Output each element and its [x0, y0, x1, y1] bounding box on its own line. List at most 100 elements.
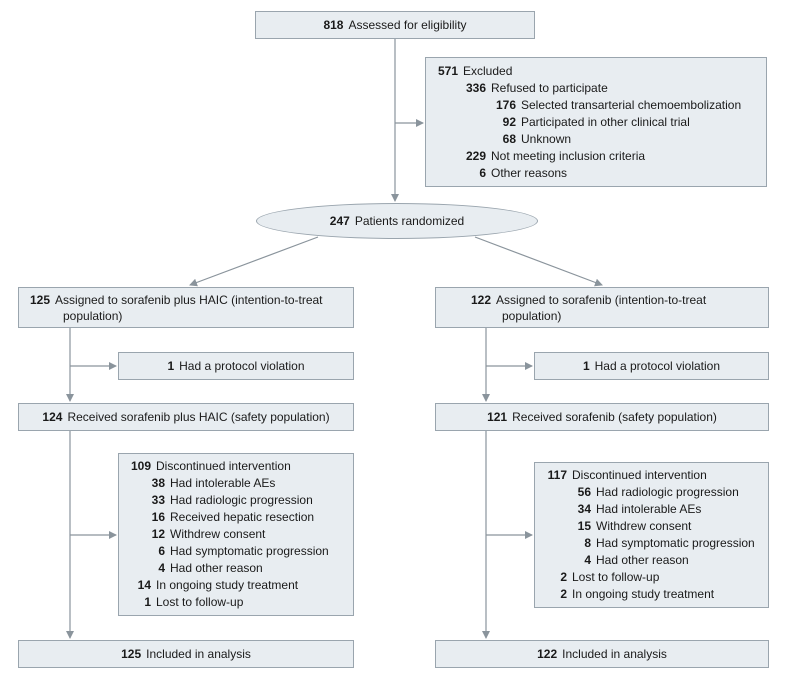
excluded-item-label: Other reasons	[491, 166, 568, 180]
excluded-item-count: 229	[465, 149, 486, 163]
right-discontinued-item-count: 8	[584, 536, 591, 550]
right-violation-box: 1 Had a protocol violation	[534, 352, 769, 380]
excluded-item-line: 92 Participated in other clinical trial	[484, 114, 690, 131]
randomized-ellipse: 247 Patients randomized	[256, 203, 538, 239]
right-discontinued-item-count: 2	[560, 587, 567, 601]
left-discontinued-item-count: 12	[151, 527, 165, 541]
right-discontinued-item-count: 15	[577, 519, 591, 533]
left-discontinued-item-label: Had other reason	[170, 561, 263, 575]
left-received-label: Received sorafenib plus HAIC (safety pop…	[67, 410, 330, 424]
left-discontinued-item-line: 38 Had intolerable AEs	[133, 475, 276, 492]
randomized-label: Patients randomized	[354, 214, 465, 228]
left-assigned-box: 125 Assigned to sorafenib plus HAIC (inte…	[18, 287, 354, 328]
assessed-count: 818	[323, 18, 344, 32]
left-received-count: 124	[42, 410, 63, 424]
right-discontinued-item-label: Withdrew consent	[596, 519, 692, 533]
left-discontinued-item-label: Discontinued intervention	[156, 459, 291, 473]
left-discontinued-item-count: 1	[144, 595, 151, 609]
left-discontinued-item-label: Lost to follow-up	[156, 595, 244, 609]
left-discontinued-item-label: Had symptomatic progression	[170, 544, 329, 558]
right-discontinued-item-label: In ongoing study treatment	[572, 587, 715, 601]
excluded-item-label: Not meeting inclusion criteria	[491, 149, 646, 163]
left-assigned-label-1: Assigned to sorafenib plus HAIC (intenti…	[55, 293, 323, 307]
right-discontinued-item-label: Had radiologic progression	[596, 485, 739, 499]
left-discontinued-item-count: 16	[151, 510, 165, 524]
excluded-item-label: Excluded	[463, 64, 513, 78]
excluded-item-line: 229 Not meeting inclusion criteria	[454, 148, 645, 165]
left-discontinued-item-label: Received hepatic resection	[170, 510, 315, 524]
left-analysis-count: 125	[121, 647, 142, 661]
right-violation-label: Had a protocol violation	[594, 359, 721, 373]
right-assigned-label-1: Assigned to sorafenib (intention-to-trea…	[496, 293, 707, 307]
right-discontinued-item-label: Had intolerable AEs	[596, 502, 702, 516]
left-discontinued-item-line: 14 In ongoing study treatment	[119, 577, 298, 594]
right-received-box: 121 Received sorafenib (safety population…	[435, 403, 769, 431]
right-discontinued-item-count: 117	[547, 468, 567, 482]
excluded-item-count: 176	[495, 98, 516, 112]
right-discontinued-item-label: Had symptomatic progression	[596, 536, 755, 550]
excluded-item-label: Participated in other clinical trial	[521, 115, 690, 129]
excluded-item-line: 176 Selected transarterial chemoembolizat…	[484, 97, 741, 114]
right-received-label: Received sorafenib (safety population)	[512, 410, 717, 424]
excluded-item-count: 571	[437, 64, 458, 78]
excluded-box: 571 Excluded 336 Refused to participate 176 S…	[425, 57, 767, 187]
right-discontinued-item-label: Discontinued intervention	[572, 468, 707, 482]
right-discontinued-item-line: 15 Withdrew consent	[559, 518, 692, 535]
left-discontinued-item-label: Had intolerable AEs	[170, 476, 276, 490]
right-assigned-label-2: population)	[502, 309, 562, 323]
left-discontinued-item-line: 16 Received hepatic resection	[133, 509, 314, 526]
left-violation-count: 1	[167, 359, 175, 373]
right-discontinued-item-count: 2	[560, 570, 567, 584]
left-assigned-count: 125	[30, 293, 51, 307]
right-discontinued-item-line: 34 Had intolerable AEs	[559, 501, 702, 518]
left-discontinued-item-label: Withdrew consent	[170, 527, 266, 541]
excluded-item-label: Refused to participate	[491, 81, 608, 95]
right-assigned-count: 122	[471, 293, 492, 307]
left-discontinued-item-label: In ongoing study treatment	[156, 578, 299, 592]
assessed-label: Assessed for eligibility	[348, 18, 467, 32]
left-discontinued-item-line: 4 Had other reason	[133, 560, 263, 577]
right-received-count: 121	[487, 410, 508, 424]
left-discontinued-box: 109 Discontinued intervention 38 Had intole…	[118, 453, 354, 616]
right-discontinued-item-line: 117 Discontinued intervention	[535, 467, 707, 484]
right-violation-count: 1	[582, 359, 590, 373]
excluded-item-count: 68	[502, 132, 516, 146]
assessed-box: 818 Assessed for eligibility	[255, 11, 535, 39]
excluded-item-line: 68 Unknown	[484, 131, 571, 148]
left-discontinued-item-line: 6 Had symptomatic progression	[133, 543, 329, 560]
excluded-item-label: Selected transarterial chemoembolization	[521, 98, 742, 112]
excluded-item-label: Unknown	[521, 132, 572, 146]
excluded-item-count: 92	[502, 115, 516, 129]
left-discontinued-item-line: 109 Discontinued intervention	[119, 458, 291, 475]
excluded-item-line: 6 Other reasons	[454, 165, 567, 182]
right-discontinued-item-line: 8 Had symptomatic progression	[559, 535, 755, 552]
left-discontinued-item-line: 12 Withdrew consent	[133, 526, 266, 543]
right-discontinued-item-count: 34	[577, 502, 591, 516]
left-discontinued-item-count: 38	[151, 476, 165, 490]
right-discontinued-item-label: Had other reason	[596, 553, 689, 567]
excluded-item-count: 6	[479, 166, 486, 180]
right-discontinued-item-label: Lost to follow-up	[572, 570, 660, 584]
left-analysis-label: Included in analysis	[146, 647, 251, 661]
excluded-item-line: 336 Refused to participate	[454, 80, 608, 97]
excluded-item-count: 336	[465, 81, 486, 95]
left-received-box: 124 Received sorafenib plus HAIC (safety …	[18, 403, 354, 431]
left-discontinued-item-count: 4	[158, 561, 165, 575]
right-analysis-count: 122	[537, 647, 558, 661]
left-discontinued-item-count: 109	[130, 459, 151, 473]
left-assigned-label-2: population)	[63, 309, 123, 323]
left-discontinued-item-count: 14	[137, 578, 151, 592]
left-discontinued-item-count: 6	[158, 544, 165, 558]
right-assigned-box: 122 Assigned to sorafenib (intention-to-t…	[435, 287, 769, 328]
randomized-count: 247	[329, 214, 350, 228]
left-discontinued-item-line: 1 Lost to follow-up	[119, 594, 243, 611]
left-analysis-box: 125 Included in analysis	[18, 640, 354, 668]
left-discontinued-item-count: 33	[151, 493, 165, 507]
